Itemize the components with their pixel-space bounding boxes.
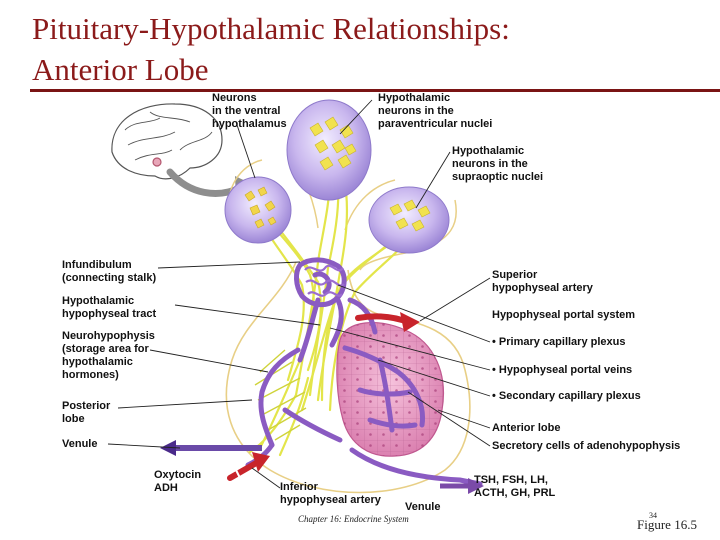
label-hypothalamic-tract: Hypothalamic hypophyseal tract [62,295,157,320]
left-venule [160,440,262,456]
title-line-2: Anterior Lobe [32,52,209,87]
label-posterior-lobe: Posterior lobe [62,400,111,425]
slide-title: Pituitary-Hypothalamic Relationships: An… [32,8,692,90]
portal-vessels [245,257,483,487]
label-oxytocin-adh: Oxytocin ADH [154,469,202,494]
label-inferior-hypophyseal-artery: Inferior hypophyseal artery [280,481,381,506]
label-primary-capillary-plexus: • Primary capillary plexus [492,336,626,348]
label-neurohypophysis: Neurohypophysis (storage area for hypoth… [62,330,155,381]
paraventricular-nucleus [286,99,372,201]
supraoptic-nucleus [368,186,450,254]
label-supraoptic-neurons: Hypothalamic neurons in the supraoptic n… [452,145,544,183]
label-infundibulum: Infundibulum (connecting stalk) [62,259,157,284]
label-secretory-cells: Secretory cells of adenohypophysis [492,440,681,452]
label-paraventricular-neurons: Hypothalamic neurons in the paraventricu… [378,92,493,130]
title-line-1: Pituitary-Hypothalamic Relationships: [32,11,510,46]
label-neurons-ventral-hypothalamus: Neurons in the ventral hypothalamus [212,92,287,130]
label-secondary-capillary-plexus: • Secondary capillary plexus [492,390,641,402]
slide-number: 34 [649,511,657,520]
leader-lines [107,99,491,489]
label-portal-system: Hypophyseal portal system [492,309,636,321]
inferior-hypophyseal-artery [227,452,270,481]
title-underline [30,89,720,92]
label-superior-hypophyseal-artery: Superior hypophyseal artery [492,269,593,294]
label-anterior-lobe: Anterior lobe [492,422,561,434]
superior-hypophyseal-artery [355,312,420,332]
ventral-hypothalamus-nucleus [224,176,292,244]
label-venule-bottom: Venule [405,501,441,513]
figure-label: Figure 16.5 [637,517,697,532]
label-venule-left: Venule [62,438,98,450]
label-portal-veins: • Hypophyseal portal veins [492,364,633,376]
anterior-lobe [336,321,445,457]
label-anterior-hormones: TSH, FSH, LH, ACTH, GH, PRL [474,474,556,499]
venule-outflow-arrow [440,478,484,494]
brain-sketch [111,103,223,180]
footer-chapter: Chapter 16: Endocrine System [298,514,409,524]
